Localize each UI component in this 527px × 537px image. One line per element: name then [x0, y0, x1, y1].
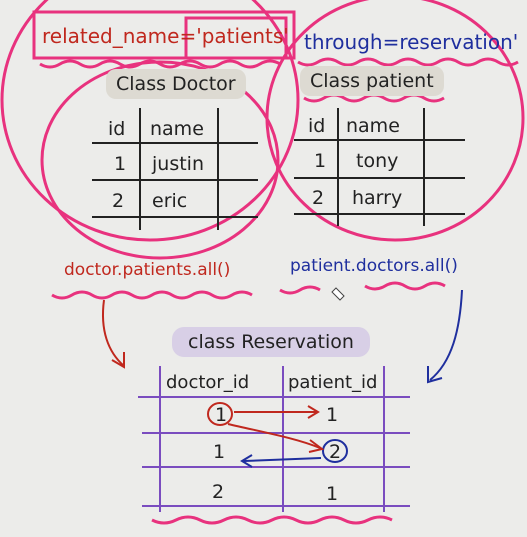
doctor-query-arrow — [102, 299, 125, 367]
arrowhead-doctor1-to-patient2 — [308, 439, 325, 453]
reservation-row2-doctor-id: 1 — [213, 441, 226, 463]
reservation-row2-patient-id: 2 — [329, 441, 342, 463]
doctor-table-title: Class Doctor — [106, 69, 246, 99]
patient-row1-id: 1 — [314, 150, 327, 172]
reservation-table-grid — [138, 366, 410, 512]
doctor-header-id: id — [108, 118, 126, 140]
arrow-patient2-to-doctor1 — [243, 457, 322, 462]
squiggle-through — [297, 57, 519, 67]
patient-table-grid — [294, 108, 465, 226]
squiggle-related-name — [39, 59, 281, 69]
through-annotation: through=reservation' — [304, 30, 519, 54]
doctor-row1-id: 1 — [114, 153, 127, 175]
reservation-header-patient-id: patient_id — [288, 372, 378, 393]
doctor-query-label: doctor.patients.all() — [64, 260, 231, 280]
patient-row2-name: harry — [352, 187, 403, 209]
related-name-box — [32, 10, 296, 60]
doctor-table-grid — [92, 108, 258, 230]
doctor-query-arrowhead — [111, 352, 125, 369]
patient-query-label: patient.doctors.all() — [290, 256, 458, 276]
patient-query-arrow — [429, 289, 463, 381]
patient-row1-name: tony — [356, 150, 399, 172]
pencil-cursor-icon — [331, 287, 345, 301]
reservation-row3-patient-id: 1 — [326, 483, 339, 505]
reservation-row1-doctor-id: 1 — [215, 404, 228, 426]
patient-header-id: id — [308, 115, 326, 137]
squiggle-bottom — [151, 515, 393, 525]
squiggle-patient-query — [279, 281, 446, 295]
doctor-row1-name: justin — [152, 153, 204, 175]
arrowhead-doctor1-to-patient1 — [307, 405, 320, 419]
reservation-table-title: class Reservation — [172, 327, 370, 357]
patient-circle — [265, 0, 525, 242]
patient-table-title: Class patient — [300, 66, 444, 96]
patients-highlight-box — [184, 16, 288, 60]
arrowhead-patient2-to-doctor1 — [240, 454, 253, 468]
patient-query-arrowhead — [427, 366, 443, 384]
doctor-inner-circle — [40, 60, 280, 260]
reservation-header-doctor-id: doctor_id — [166, 372, 250, 393]
patient-header-name: name — [346, 115, 400, 137]
doctor-header-name: name — [150, 118, 204, 140]
reservation-row3-doctor-id: 2 — [212, 481, 225, 503]
circle-doctor-id-1 — [207, 402, 233, 426]
doctor-row2-name: eric — [152, 190, 188, 212]
doctor-outer-circle — [0, 0, 300, 242]
patient-row2-id: 2 — [312, 187, 325, 209]
arrow-doctor1-to-patient2 — [227, 423, 321, 449]
reservation-row1-patient-id: 1 — [326, 404, 339, 426]
related-name-annotation: related_name='patients' — [42, 24, 289, 48]
squiggle-doctor-query — [51, 290, 253, 300]
doctor-row2-id: 2 — [112, 190, 125, 212]
circle-patient-id-2 — [322, 439, 348, 463]
